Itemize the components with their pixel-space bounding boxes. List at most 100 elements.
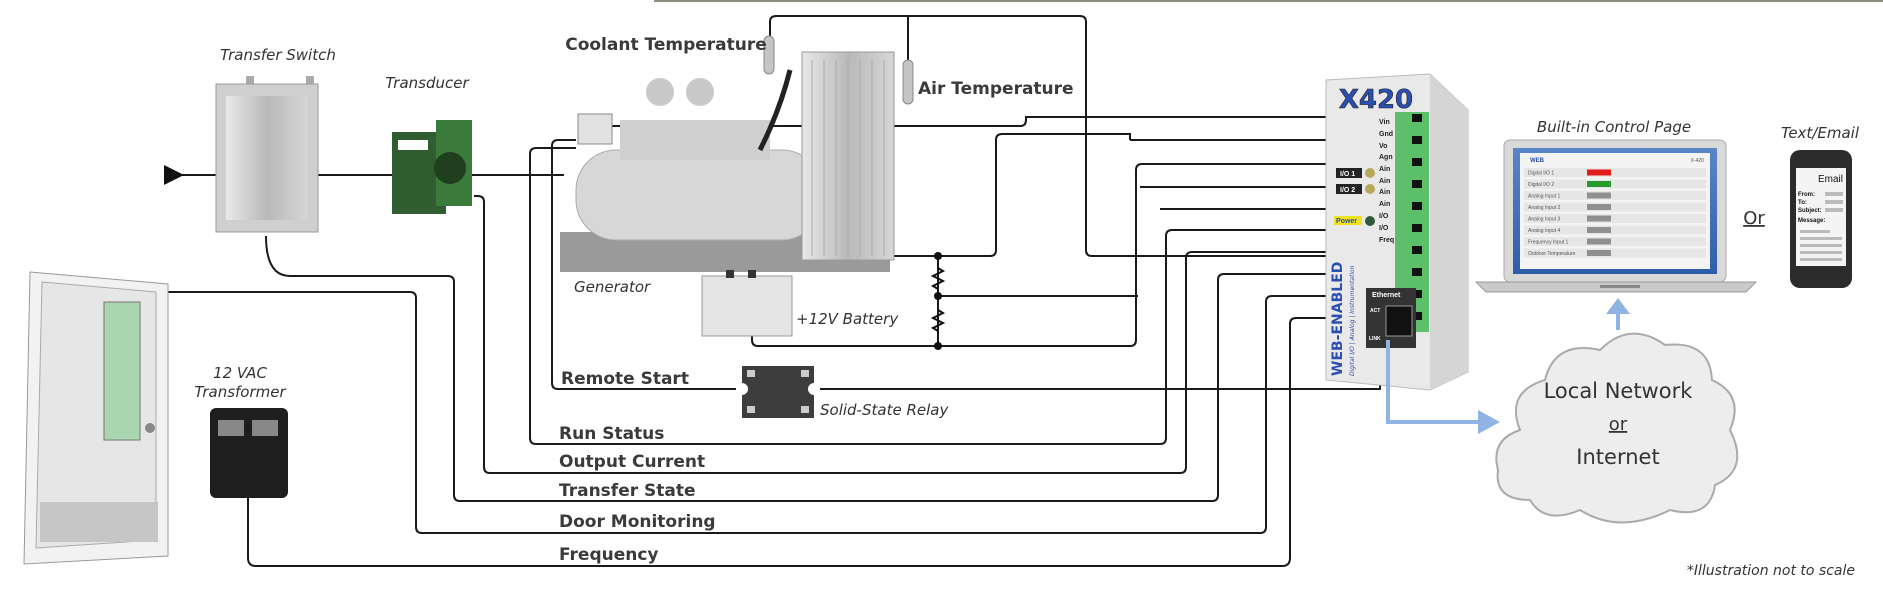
power-led-icon: [1365, 216, 1375, 226]
control-page-model: X-420: [1691, 158, 1705, 164]
text-email-label: Text/Email: [1781, 124, 1860, 142]
control-page-row-value: [1587, 227, 1611, 233]
wire-remote-start-generator: [551, 139, 742, 390]
wire-run-status: [529, 147, 1415, 445]
control-page-row-label: Analog Input 2: [1528, 205, 1560, 211]
control-page-row-label: Outdoor Temperature: [1528, 251, 1576, 257]
coolant-sensor-icon: [763, 35, 775, 75]
wire-output-current: [474, 195, 1415, 474]
ssr-label: Solid-State Relay: [820, 401, 949, 419]
control-page-row[interactable]: Analog Input 4: [1524, 225, 1706, 235]
wire-vin: [592, 116, 1415, 127]
terminal-label: Ain: [1379, 178, 1390, 185]
signal-label-transfer-state: Transfer State: [559, 481, 696, 501]
terminal-label: Freq: [1379, 237, 1394, 244]
control-page-row[interactable]: Analog Input 3: [1524, 214, 1706, 223]
arrow-up-icon: [1606, 298, 1630, 314]
transformer-label-line1: 12 VAC: [213, 364, 267, 382]
wire-remote-start-device: [814, 300, 1381, 390]
transformer-label-line2: Transformer: [194, 383, 286, 401]
control-page-row[interactable]: Analog Input 2: [1524, 202, 1706, 212]
terminal-label: Agn: [1379, 154, 1393, 161]
arrow-right-icon: [1478, 410, 1500, 434]
signal-label-door-monitoring: Door Monitoring: [559, 512, 716, 532]
io1-label: I/O 1: [1340, 171, 1355, 178]
control-page-row-value: [1587, 192, 1611, 199]
control-page-row-value: [1587, 181, 1611, 187]
network-line1: Local Network: [1544, 379, 1694, 403]
wire-frequency: [247, 317, 1415, 567]
control-page-row[interactable]: Digital I/O 1: [1524, 168, 1706, 177]
phone-message: Message:: [1798, 218, 1825, 224]
transfer-switch-icon: [215, 76, 319, 233]
act-label: ACT: [1370, 308, 1380, 314]
wire-battery-negative: [751, 163, 1415, 347]
control-page-row-value: [1587, 169, 1611, 176]
x420-device: X420 Vin Gnd Vo Agn Ain Ain Ain Ain I/O …: [1325, 73, 1469, 391]
or-label: Or: [1743, 208, 1765, 229]
wire-battery-positive: [729, 133, 1131, 265]
control-page-row-value: [1587, 204, 1611, 210]
signal-label-run-status: Run Status: [559, 424, 664, 444]
link-label: LINK: [1369, 336, 1381, 342]
signal-label-output-current: Output Current: [559, 452, 705, 472]
control-page-row-value: [1587, 238, 1611, 245]
terminal-label: Ain: [1379, 189, 1390, 196]
control-page-row-label: Analog Input 3: [1528, 217, 1560, 223]
control-page-row-label: Analog Input 4: [1528, 228, 1560, 234]
air-temperature-label: Air Temperature: [918, 79, 1074, 99]
wiring: [164, 15, 1416, 567]
wire-door-monitoring: [168, 291, 1415, 534]
resistor-ladder: [930, 252, 946, 350]
terminal-label: Ain: [1379, 201, 1390, 208]
terminal-label: Vo: [1379, 143, 1387, 150]
network-line2: or: [1609, 414, 1628, 435]
control-page-label: Built-in Control Page: [1537, 118, 1691, 136]
control-page-row[interactable]: Frequency Input 1: [1524, 237, 1706, 246]
battery-icon: [701, 270, 793, 337]
terminal-labels: Vin Gnd Vo Agn Ain Ain Ain Ain I/O I/O F…: [1379, 119, 1394, 244]
resistor-icon: [930, 267, 946, 290]
ethernet-label: Ethernet: [1372, 292, 1401, 299]
wire-temperature-sensors: [769, 15, 1410, 257]
control-page-row[interactable]: Digital I/O 2: [1524, 179, 1706, 189]
control-page-row-label: Frequency Input 1: [1528, 240, 1569, 246]
generator-icon: [560, 51, 895, 272]
control-page-logo: WEB: [1530, 158, 1545, 164]
io2-label: I/O 2: [1340, 187, 1355, 194]
control-page-row-value: [1587, 215, 1611, 222]
control-page-row-value: [1587, 250, 1611, 256]
control-page-screen: WEB X-420 Digital I/O 1 Digital I/O 2 Anal…: [1524, 158, 1706, 258]
device-side-subtext: Digital I/O | Analog | Instrumentation: [1349, 265, 1356, 376]
resistor-icon: [930, 309, 946, 332]
generator-label: Generator: [574, 278, 651, 296]
ethernet-port-icon[interactable]: [1385, 305, 1413, 337]
terminal-label: I/O: [1379, 225, 1389, 232]
transformer-icon: [210, 408, 288, 498]
transfer-switch-label: Transfer Switch: [220, 46, 336, 64]
battery-label: +12V Battery: [796, 310, 899, 328]
phone-email-title: Email: [1818, 174, 1843, 185]
door-icon: [23, 271, 169, 565]
control-page-row[interactable]: Outdoor Temperature: [1524, 248, 1706, 258]
control-page-row-label: Analog Input 1: [1528, 194, 1560, 200]
io2-led-icon: [1365, 184, 1375, 194]
cloud-icon: [1495, 332, 1739, 524]
phone-to: To:: [1798, 200, 1807, 206]
signal-label-frequency: Frequency: [559, 545, 659, 565]
terminal-label: Vin: [1379, 119, 1390, 126]
footnote: *Illustration not to scale: [1687, 563, 1855, 579]
coolant-temperature-label: Coolant Temperature: [565, 35, 767, 55]
signal-label-remote-start: Remote Start: [561, 369, 689, 389]
phone-subject: Subject:: [1798, 208, 1822, 214]
terminal-label: I/O: [1379, 213, 1389, 220]
network-line3: Internet: [1576, 445, 1659, 469]
power-label: Power: [1336, 218, 1357, 225]
control-page-row[interactable]: Analog Input 1: [1524, 191, 1706, 200]
device-model: X420: [1339, 85, 1413, 115]
solid-state-relay-icon: [736, 366, 820, 418]
io1-led-icon: [1365, 168, 1375, 178]
transducer-label: Transducer: [385, 74, 469, 92]
terminal-label: Ain: [1379, 166, 1390, 173]
